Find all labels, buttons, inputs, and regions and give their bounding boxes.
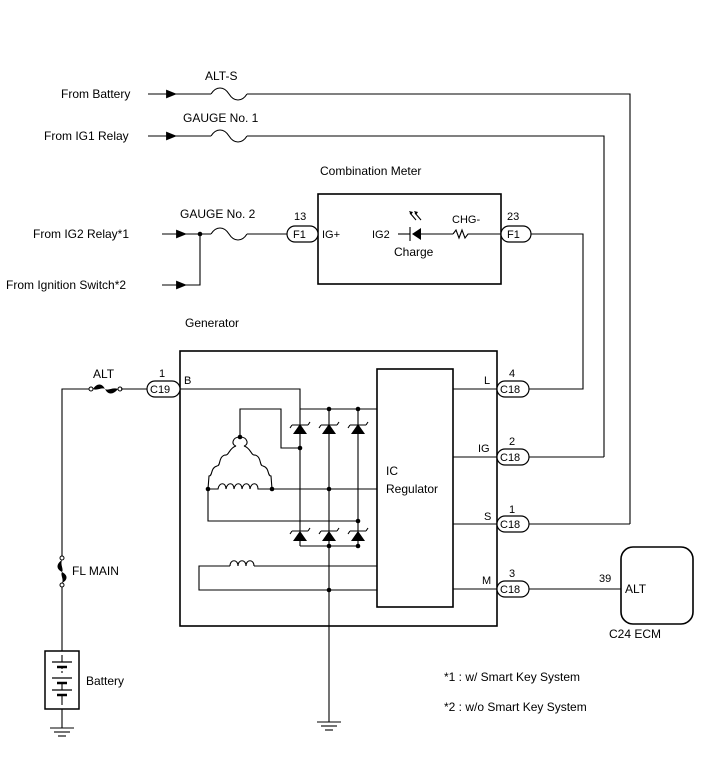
generator-title: Generator <box>185 316 239 330</box>
gen-pin-m-label: M <box>482 575 491 587</box>
rectifier-diodes-lower <box>289 527 369 541</box>
from-ig1-relay-label: From IG1 Relay <box>44 129 129 143</box>
from-ig2-relay-label: From IG2 Relay*1 <box>33 227 129 241</box>
gen-pin-ig-label: IG <box>478 443 490 455</box>
meter-charge-label: Charge <box>394 245 434 259</box>
gen-pin-m-num: 3 <box>509 568 515 580</box>
gen-pin-s-conn: C18 <box>500 519 520 531</box>
fuse-gauge2-label: GAUGE No. 2 <box>180 207 256 221</box>
combination-meter-title: Combination Meter <box>320 164 421 178</box>
resistor-icon <box>452 228 501 240</box>
meter-chg-label: CHG- <box>452 214 480 226</box>
connector-f1-left <box>286 225 319 243</box>
gen-pin-b-num: 1 <box>159 368 165 380</box>
meter-ig2-label: IG2 <box>372 229 390 241</box>
fuse-alt-label: ALT <box>93 367 115 381</box>
battery-icon <box>44 650 80 710</box>
light-rays-icon <box>409 211 422 221</box>
gen-pin-m-conn: C18 <box>500 584 520 596</box>
meter-pin-13: 13 <box>294 211 306 223</box>
gen-pin-l-label: L <box>484 375 490 387</box>
meter-conn-f1-right: F1 <box>507 229 520 241</box>
fusible-link-fl-main-icon <box>57 555 67 588</box>
gen-pin-ig-num: 2 <box>509 436 515 448</box>
fuse-alt-s-label: ALT-S <box>205 69 237 83</box>
gen-pin-s-num: 1 <box>509 504 515 516</box>
stator-winding-icon <box>205 434 275 492</box>
connector-c18-l <box>496 380 530 398</box>
meter-conn-f1-left: F1 <box>293 229 306 241</box>
rectifier-diodes-upper <box>289 421 369 434</box>
ecm-pin-39: 39 <box>599 573 611 585</box>
fusible-link-alt-icon <box>88 384 123 394</box>
fuse-gauge2-icon <box>210 227 248 241</box>
gen-pin-l-num: 4 <box>509 368 515 380</box>
gen-pin-ig-conn: C18 <box>500 452 520 464</box>
note-2: *2 : w/o Smart Key System <box>444 700 587 714</box>
battery-label: Battery <box>86 674 124 688</box>
ecm-box <box>620 546 694 625</box>
from-ignition-switch-label: From Ignition Switch*2 <box>6 278 126 292</box>
meter-ig-plus-label: IG+ <box>322 229 340 241</box>
ground-icon <box>317 721 341 731</box>
note-1: *1 : w/ Smart Key System <box>444 670 580 684</box>
charge-led-icon <box>412 228 421 240</box>
ecm-alt-label: ALT <box>625 582 647 596</box>
ecm-name-label: C24 ECM <box>609 627 661 641</box>
regulator-line2: Regulator <box>386 482 438 496</box>
fuse-alt-s-icon <box>210 87 248 101</box>
from-battery-label: From Battery <box>61 87 130 101</box>
meter-pin-23: 23 <box>507 211 519 223</box>
fuse-fl-main-label: FL MAIN <box>72 564 119 578</box>
battery-ground-icon <box>50 727 74 737</box>
field-coil-icon <box>229 560 255 567</box>
gen-conn-c19: C19 <box>150 384 170 396</box>
fuse-gauge1-label: GAUGE No. 1 <box>183 111 259 125</box>
ic-regulator-box <box>376 368 454 608</box>
fuse-gauge1-icon <box>210 129 248 143</box>
gen-pin-l-conn: C18 <box>500 384 520 396</box>
gen-b-label: B <box>184 375 191 387</box>
gen-pin-s-label: S <box>484 511 491 523</box>
regulator-line1: IC <box>386 464 398 478</box>
